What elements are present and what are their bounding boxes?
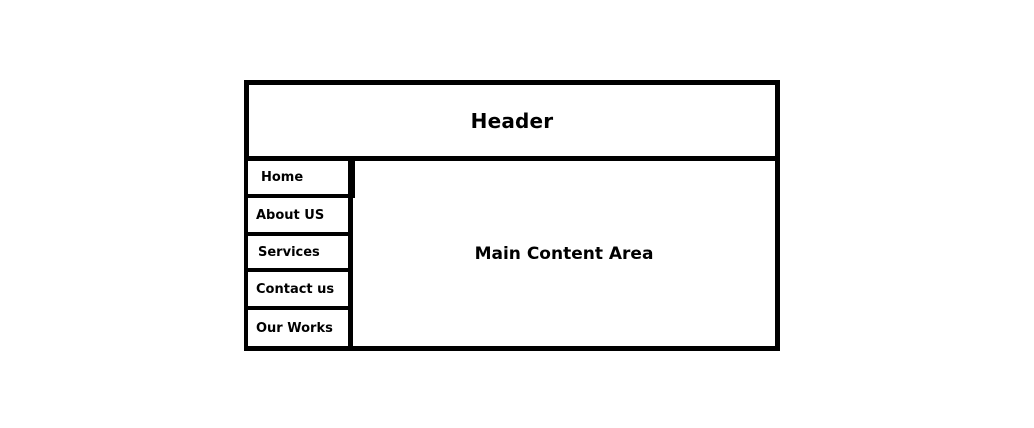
nav-item-about-us[interactable]: About US [244, 194, 353, 236]
header-region: Header [244, 80, 780, 161]
nav-item-home[interactable]: Home [244, 156, 355, 198]
main-content-label: Main Content Area [474, 243, 654, 264]
nav-item-label: Our Works [256, 320, 333, 336]
nav-item-label: About US [256, 207, 325, 223]
nav-item-our-works[interactable]: Our Works [244, 306, 353, 351]
nav-item-services[interactable]: Services [244, 232, 353, 272]
sidebar-nav: Home About US Services Contact us Our Wo… [244, 156, 355, 351]
header-label: Header [470, 108, 554, 133]
nav-item-label: Home [261, 169, 304, 185]
main-content-region: Main Content Area [348, 156, 780, 351]
nav-item-label: Services [258, 244, 320, 260]
nav-item-contact-us[interactable]: Contact us [244, 268, 353, 310]
layout-wireframe: Header Main Content Area Home About US S… [244, 80, 780, 351]
nav-item-label: Contact us [256, 281, 335, 297]
